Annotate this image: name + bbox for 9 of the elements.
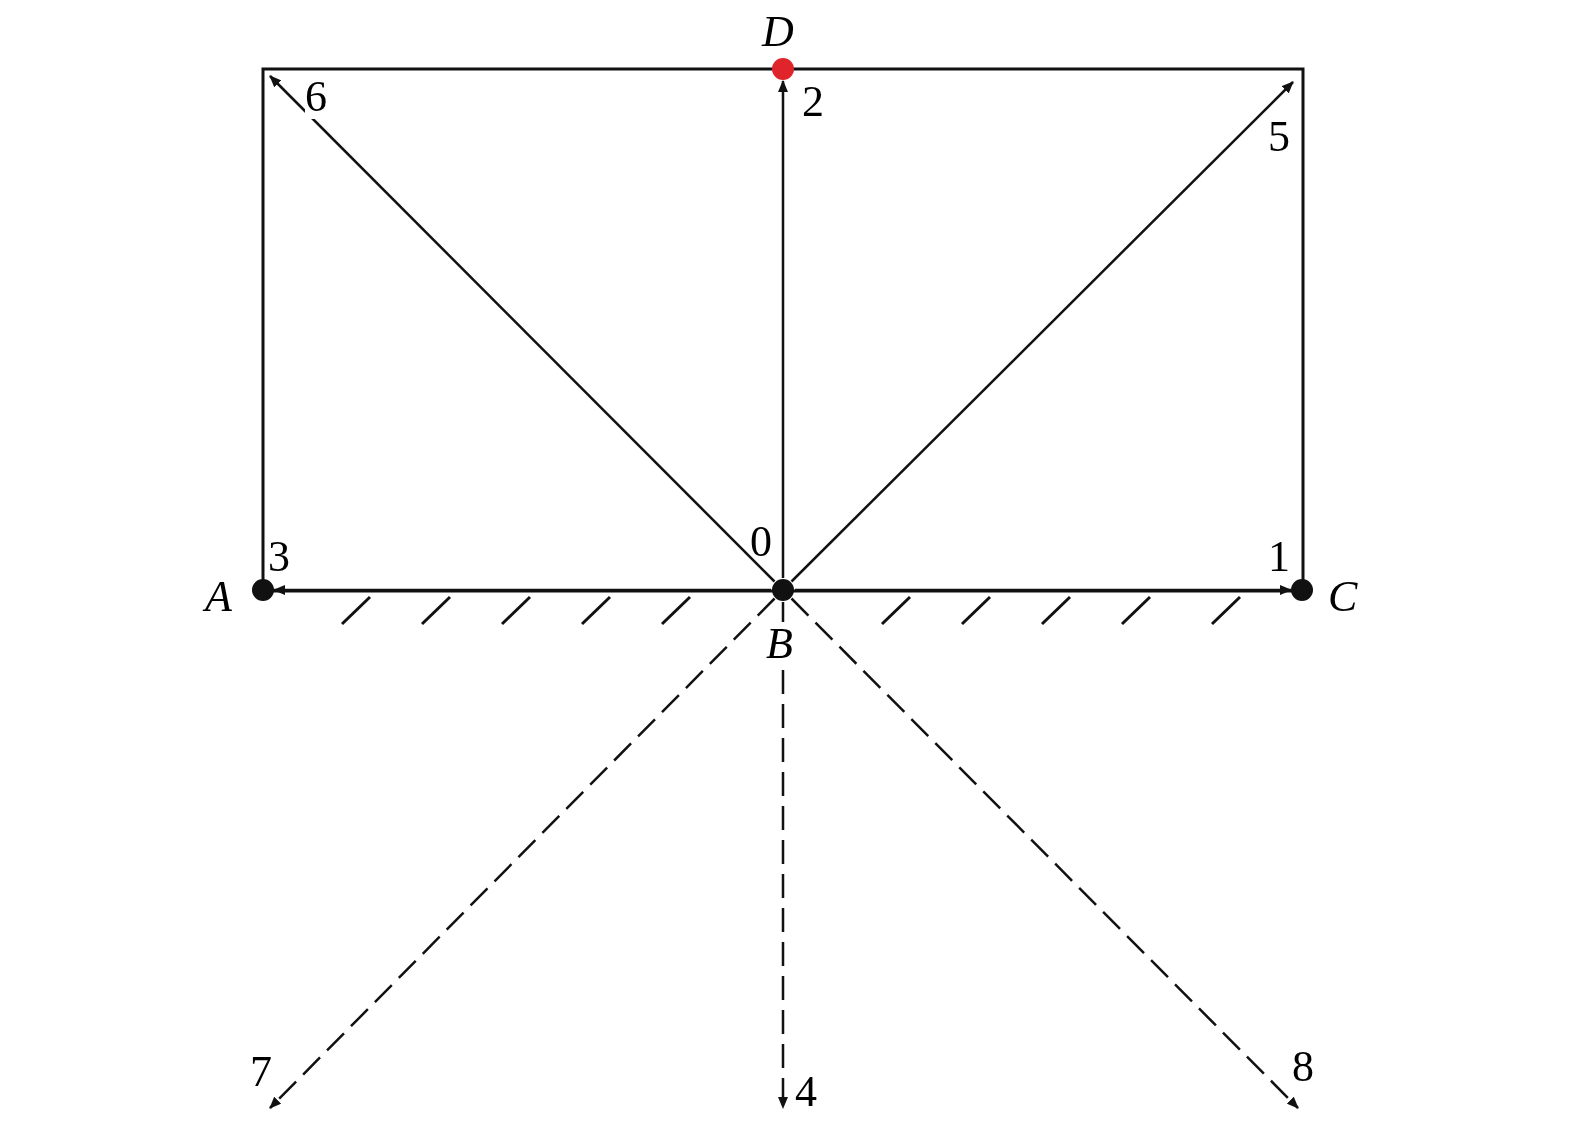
arrow [795, 585, 1292, 595]
arrow [269, 597, 776, 1109]
arrow [778, 80, 788, 578]
arrow [778, 602, 788, 1109]
arrow [273, 585, 771, 595]
arrow [790, 597, 1299, 1109]
arrow [790, 81, 1294, 583]
arrow [269, 75, 776, 583]
origin-number: 0 [750, 520, 772, 564]
